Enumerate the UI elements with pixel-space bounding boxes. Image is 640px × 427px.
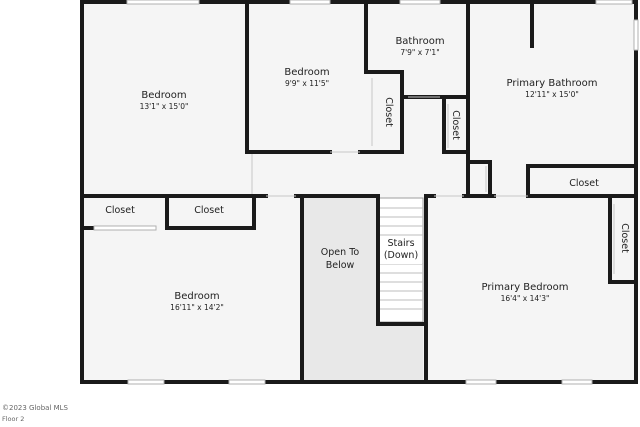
floor-label: Floor 2 bbox=[2, 415, 25, 423]
open-to-below-line2: Below bbox=[326, 260, 355, 271]
stairs-label-line1: Stairs bbox=[387, 238, 414, 249]
bedroom-nw-dims: 13'1" x 15'0" bbox=[140, 102, 189, 111]
primary-bedroom-name: Primary Bedroom bbox=[481, 282, 568, 293]
closet-label-bathroom: Closet bbox=[450, 110, 461, 140]
closet-label-bedroom-n: Closet bbox=[383, 97, 394, 127]
stairs-label-line2: (Down) bbox=[384, 250, 418, 261]
closet-label-sw-1: Closet bbox=[105, 205, 135, 216]
bedroom-n-name: Bedroom bbox=[284, 67, 329, 78]
bedroom-n-dims: 9'9" x 11'5" bbox=[285, 79, 329, 88]
bedroom-sw-name: Bedroom bbox=[174, 291, 219, 302]
closet-label-primary-bath: Closet bbox=[569, 178, 599, 189]
windows bbox=[93, 0, 639, 385]
primary-bedroom-dims: 16'4" x 14'3" bbox=[501, 294, 550, 303]
doors bbox=[251, 78, 615, 274]
closet-label-sw-2: Closet bbox=[194, 205, 224, 216]
walls bbox=[80, 0, 638, 384]
bathroom-dims: 7'9" x 7'1" bbox=[400, 48, 439, 57]
stairs-label-bg bbox=[380, 236, 422, 264]
bathroom-name: Bathroom bbox=[395, 36, 444, 47]
open-to-below-line1: Open To bbox=[321, 247, 360, 258]
bedroom-nw-name: Bedroom bbox=[141, 90, 186, 101]
watermark-text: ©2023 Global MLS bbox=[2, 404, 68, 412]
bedroom-sw-dims: 16'11" x 14'2" bbox=[170, 303, 224, 312]
primary-bathroom-name: Primary Bathroom bbox=[507, 78, 598, 89]
primary-bathroom-dims: 12'11" x 15'0" bbox=[525, 90, 579, 99]
closet-label-primary-bedroom: Closet bbox=[619, 223, 630, 253]
